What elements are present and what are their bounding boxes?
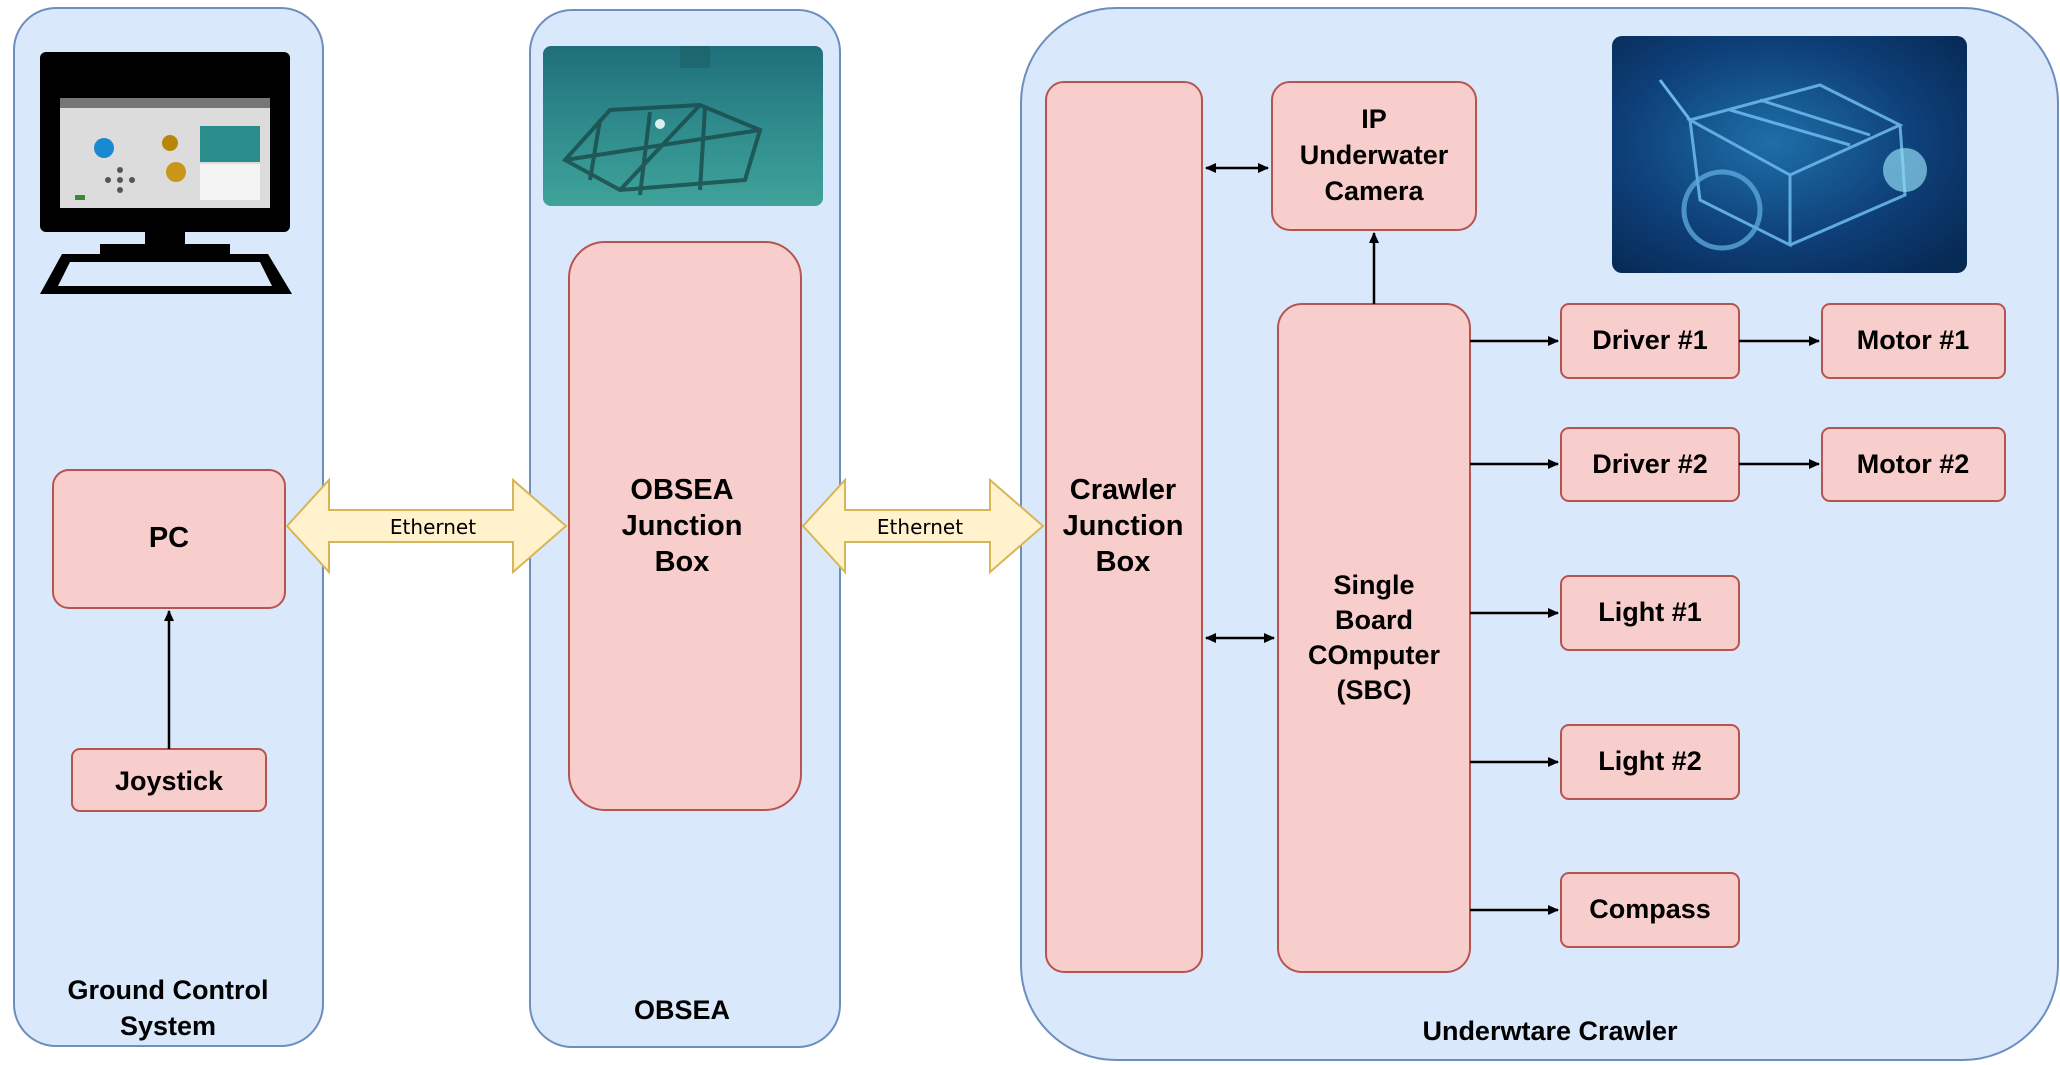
light1-label: Light #1 — [1598, 597, 1702, 627]
camera-line3: Camera — [1324, 176, 1424, 206]
joystick-label: Joystick — [115, 766, 224, 796]
ip-camera-node: IP Underwater Camera — [1271, 81, 1477, 231]
light2-label: Light #2 — [1598, 746, 1702, 776]
ethernet-label-1: Ethernet — [390, 515, 476, 539]
driver1-node: Driver #1 — [1560, 303, 1740, 379]
pc-node: PC — [52, 469, 286, 609]
crawler-title: Underwtare Crawler — [1422, 1016, 1678, 1046]
crawler-junction-box-node: Crawler Junction Box — [1045, 81, 1203, 973]
motor2-node: Motor #2 — [1821, 427, 2006, 502]
obsea-jb-line2: Junction — [622, 510, 743, 542]
crawler-jb-line3: Box — [1096, 546, 1151, 578]
sbc-line2: Board — [1335, 605, 1413, 635]
sbc-line4: (SBC) — [1337, 675, 1412, 705]
monitor-icon — [40, 52, 292, 294]
sbc-node: Single Board COmputer (SBC) — [1277, 303, 1471, 973]
obsea-jb-line1: OBSEA — [630, 474, 733, 506]
ground-title-line2: System — [120, 1011, 216, 1041]
underwater-observatory-photo — [543, 46, 823, 206]
sbc-line1: Single — [1333, 570, 1414, 600]
compass-node: Compass — [1560, 872, 1740, 948]
light1-node: Light #1 — [1560, 575, 1740, 651]
underwater-crawler-photo — [1612, 36, 1967, 273]
crawler-jb-line2: Junction — [1063, 510, 1184, 542]
camera-line2: Underwater — [1300, 140, 1449, 170]
ethernet-label-2: Ethernet — [877, 515, 963, 539]
ground-title-line1: Ground Control — [68, 975, 269, 1005]
pc-label: PC — [149, 522, 189, 554]
crawler-jb-line1: Crawler — [1070, 474, 1176, 506]
obsea-jb-line3: Box — [655, 546, 710, 578]
compass-label: Compass — [1589, 894, 1711, 924]
light2-node: Light #2 — [1560, 724, 1740, 800]
motor1-node: Motor #1 — [1821, 303, 2006, 379]
sbc-line3: COmputer — [1308, 640, 1441, 670]
driver2-node: Driver #2 — [1560, 427, 1740, 502]
motor1-label: Motor #1 — [1857, 325, 1970, 355]
ethernet-link-1: Ethernet — [285, 477, 568, 575]
camera-line1: IP — [1361, 104, 1387, 134]
driver2-label: Driver #2 — [1592, 449, 1708, 479]
driver1-label: Driver #1 — [1592, 325, 1708, 355]
obsea-title: OBSEA — [634, 995, 730, 1025]
ethernet-link-2: Ethernet — [801, 477, 1045, 575]
obsea-junction-box-node: OBSEA Junction Box — [568, 241, 802, 811]
joystick-node: Joystick — [71, 748, 267, 812]
motor2-label: Motor #2 — [1857, 449, 1970, 479]
